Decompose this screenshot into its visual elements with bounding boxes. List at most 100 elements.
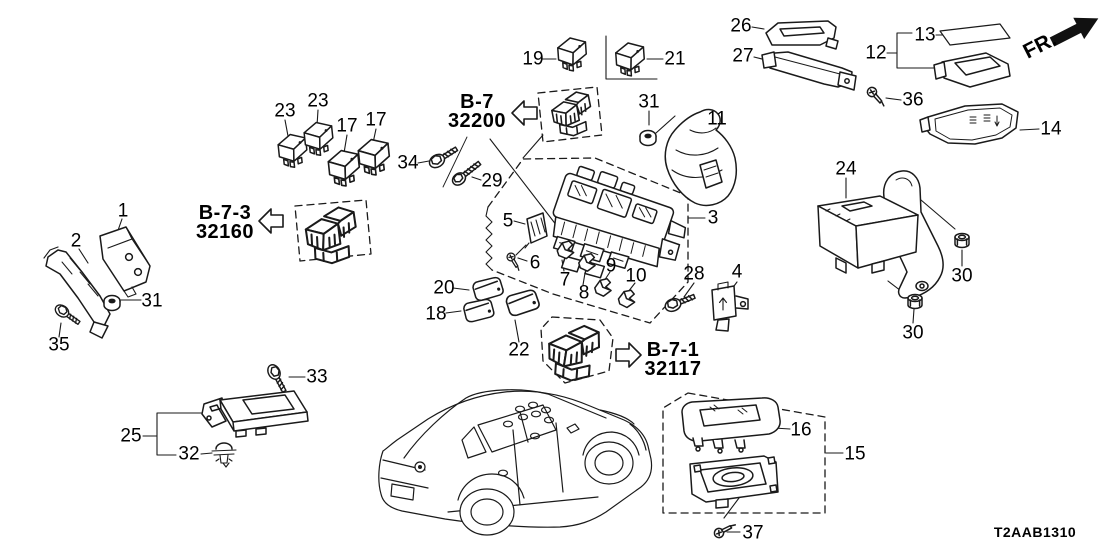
part-31-grommet-a — [103, 294, 121, 312]
ref-b73-code: B-7-3 — [198, 202, 252, 224]
ref-b73-num: 32160 — [195, 221, 255, 243]
callout-30-a: 30 — [951, 265, 973, 287]
callout-32: 32 — [178, 443, 200, 465]
callout-28: 28 — [683, 263, 705, 285]
callout-26: 26 — [730, 15, 752, 37]
callout-36: 36 — [902, 89, 924, 111]
part-20-cover — [471, 275, 505, 303]
part-10-clip — [617, 289, 636, 309]
part-29-bolt — [451, 160, 482, 186]
callout-27: 27 — [732, 45, 754, 67]
callout-34: 34 — [397, 152, 419, 174]
part-1-unit — [99, 226, 151, 298]
callout-10: 10 — [625, 265, 647, 287]
part-23-relay-a — [276, 132, 310, 170]
part-3-fuse-box — [552, 165, 687, 279]
part-17-relay-a — [326, 148, 362, 189]
callout-31-a: 31 — [141, 290, 163, 312]
callout-4: 4 — [731, 261, 743, 283]
callout-13: 13 — [914, 24, 936, 46]
vehicle-location-markers — [497, 401, 555, 477]
part-26-bracket — [765, 20, 839, 50]
part-32-clip — [211, 442, 237, 468]
part-27-bracket — [761, 51, 857, 91]
part-b73-relay-box — [303, 205, 359, 266]
callout-17-a: 17 — [336, 115, 358, 137]
reference-arrows — [258, 100, 642, 368]
callout-24: 24 — [835, 158, 857, 180]
part-12-cover — [933, 52, 1011, 88]
diagram-code: T2AAB1310 — [993, 524, 1077, 540]
part-2-bracket — [43, 246, 111, 339]
callout-37: 37 — [742, 522, 764, 544]
part-30-nut-a — [954, 232, 970, 249]
callout-29: 29 — [481, 170, 503, 192]
part-11-bracket — [664, 108, 738, 207]
callout-8: 8 — [578, 282, 590, 304]
callout-25: 25 — [120, 425, 142, 447]
part-34-bolt — [426, 142, 461, 172]
dashed-box-b7-relaybox — [537, 86, 603, 143]
part-33-bolt — [264, 361, 291, 395]
callout-20: 20 — [433, 277, 455, 299]
callout-14: 14 — [1040, 118, 1062, 140]
ref-b73-32160: B-7-3 32160 — [195, 202, 255, 243]
part-15-control-unit — [689, 455, 779, 509]
part-23-relay-b — [302, 120, 336, 158]
part-24-control-module — [817, 170, 944, 299]
callout-12: 12 — [865, 42, 887, 64]
part-30-nut-b — [907, 293, 923, 310]
callout-3: 3 — [707, 207, 719, 229]
ref-b71-num: 32117 — [644, 358, 702, 380]
callout-6: 6 — [529, 252, 541, 274]
callout-35: 35 — [48, 334, 70, 356]
callout-17-b: 17 — [365, 109, 387, 131]
callout-30-b: 30 — [902, 322, 924, 344]
fr-direction-arrow-icon — [1049, 17, 1099, 47]
part-31-grommet-b — [639, 129, 657, 147]
callout-2: 2 — [70, 230, 82, 252]
ref-b7-32200: B-7 32200 — [448, 91, 506, 131]
part-16-cover — [681, 397, 781, 454]
callout-23-a: 23 — [274, 100, 296, 122]
part-19-relay — [556, 36, 589, 73]
part-36-screw — [863, 85, 889, 107]
callout-15: 15 — [844, 443, 866, 465]
arrow-left-b7 — [511, 100, 538, 126]
part-13-label-plate — [939, 23, 1011, 46]
part-9-clip — [593, 277, 613, 298]
ref-b71-32117: B-7-1 32117 — [644, 339, 702, 380]
part-28-bolt — [662, 290, 698, 315]
part-17-relay-b — [356, 137, 392, 178]
ref-b71-code: B-7-1 — [646, 339, 700, 361]
part-25-unit — [201, 390, 309, 438]
ref-b7-code: B-7 — [460, 91, 494, 113]
part-35-bolt — [52, 301, 83, 328]
dashed-box-b73-relaybox — [294, 199, 372, 262]
callout-19: 19 — [522, 48, 544, 70]
part-b7-relay-box — [549, 89, 595, 139]
part-6-screw — [503, 251, 526, 271]
part-14-cover — [919, 103, 1019, 145]
part-b71-relay-box — [545, 322, 602, 384]
part-21-relay — [614, 41, 647, 78]
zigzag-break-line — [485, 206, 493, 271]
callout-16: 16 — [790, 419, 812, 441]
callout-5: 5 — [502, 210, 514, 232]
part-5-cover — [524, 212, 548, 249]
callout-9: 9 — [605, 255, 617, 277]
callout-18: 18 — [425, 303, 447, 325]
part-18-cover — [462, 297, 496, 324]
callout-7: 7 — [559, 269, 571, 291]
dashed-outline-fusebox-region — [487, 157, 689, 324]
callout-22: 22 — [508, 339, 530, 361]
arrow-left-b73 — [258, 208, 284, 234]
callout-31-b: 31 — [638, 91, 660, 113]
callout-11: 11 — [707, 108, 727, 130]
callout-21: 21 — [664, 48, 686, 70]
dashed-box-unit-15-16 — [662, 392, 826, 514]
vehicle-illustration — [378, 389, 653, 536]
part-4-bracket — [711, 281, 749, 332]
